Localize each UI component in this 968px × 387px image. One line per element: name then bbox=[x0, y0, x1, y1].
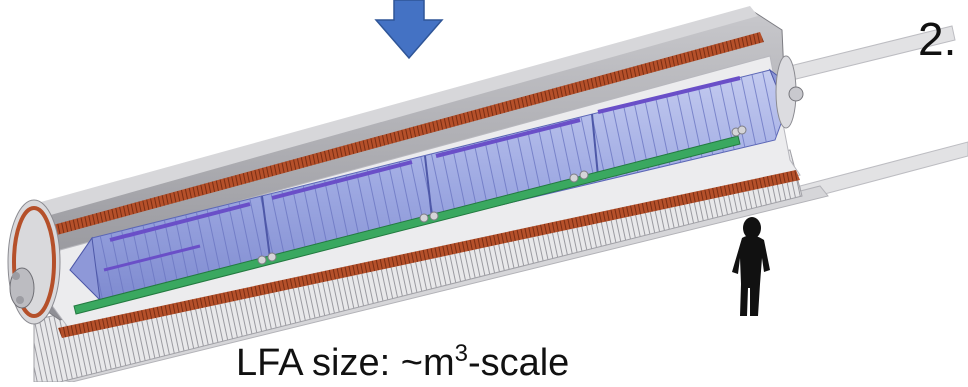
support-fixtures bbox=[257, 125, 747, 265]
copper-coil-top bbox=[42, 32, 764, 238]
caption-suffix: -scale bbox=[467, 342, 570, 382]
person-silhouette-icon bbox=[732, 217, 770, 316]
left-end-cap bbox=[7, 199, 61, 325]
step-number: 2. bbox=[918, 13, 957, 65]
copper-coil-bottom bbox=[58, 170, 800, 338]
scale-caption: LFA size: ~m3-scale bbox=[236, 342, 569, 382]
arrow-down-icon bbox=[374, 0, 444, 60]
caption-prefix: LFA size: ~m bbox=[236, 342, 455, 382]
right-end-cap bbox=[775, 55, 804, 129]
purple-sensor-strips bbox=[103, 76, 741, 272]
caption-superscript: 3 bbox=[454, 342, 468, 367]
